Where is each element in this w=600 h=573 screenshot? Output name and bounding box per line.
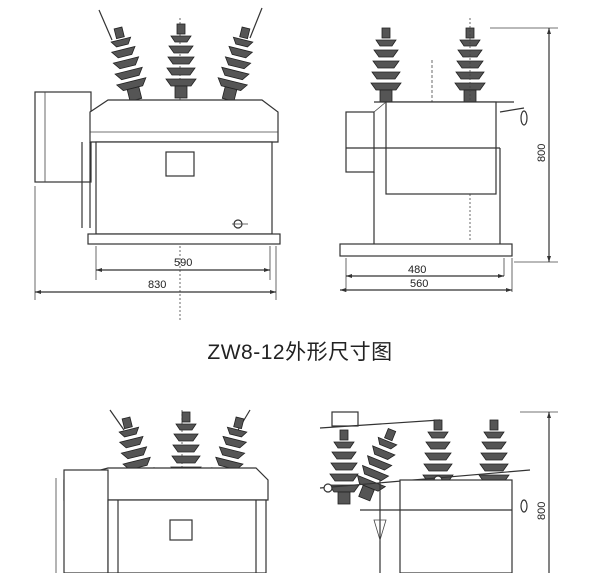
isolator-insulator-1 xyxy=(328,429,360,505)
isolator-insulator-2 xyxy=(349,423,407,505)
nameplate xyxy=(165,151,195,177)
side-insulator-left xyxy=(370,27,402,103)
insulator-right xyxy=(213,23,261,104)
side-indicator xyxy=(520,110,528,126)
side-outer-width: 560 xyxy=(410,278,428,290)
lower-side-tank xyxy=(399,479,513,573)
insulator-middle xyxy=(165,23,197,99)
tank-body xyxy=(95,141,273,235)
front-inner-width: 590 xyxy=(174,257,192,269)
side-height: 800 xyxy=(536,144,548,162)
side-inner-width: 480 xyxy=(408,264,426,276)
lower-operating-box xyxy=(63,469,109,573)
lower-front-view xyxy=(55,409,269,573)
side-view: 800 480 560 xyxy=(339,18,558,292)
lower-side-height: 800 xyxy=(536,502,548,520)
front-outer-width: 830 xyxy=(148,279,166,291)
drawing-title: ZW8-12外形尺寸图 xyxy=(207,341,393,364)
front-view: 590 830 xyxy=(34,7,281,320)
lower-side-view: 800 xyxy=(319,411,558,573)
